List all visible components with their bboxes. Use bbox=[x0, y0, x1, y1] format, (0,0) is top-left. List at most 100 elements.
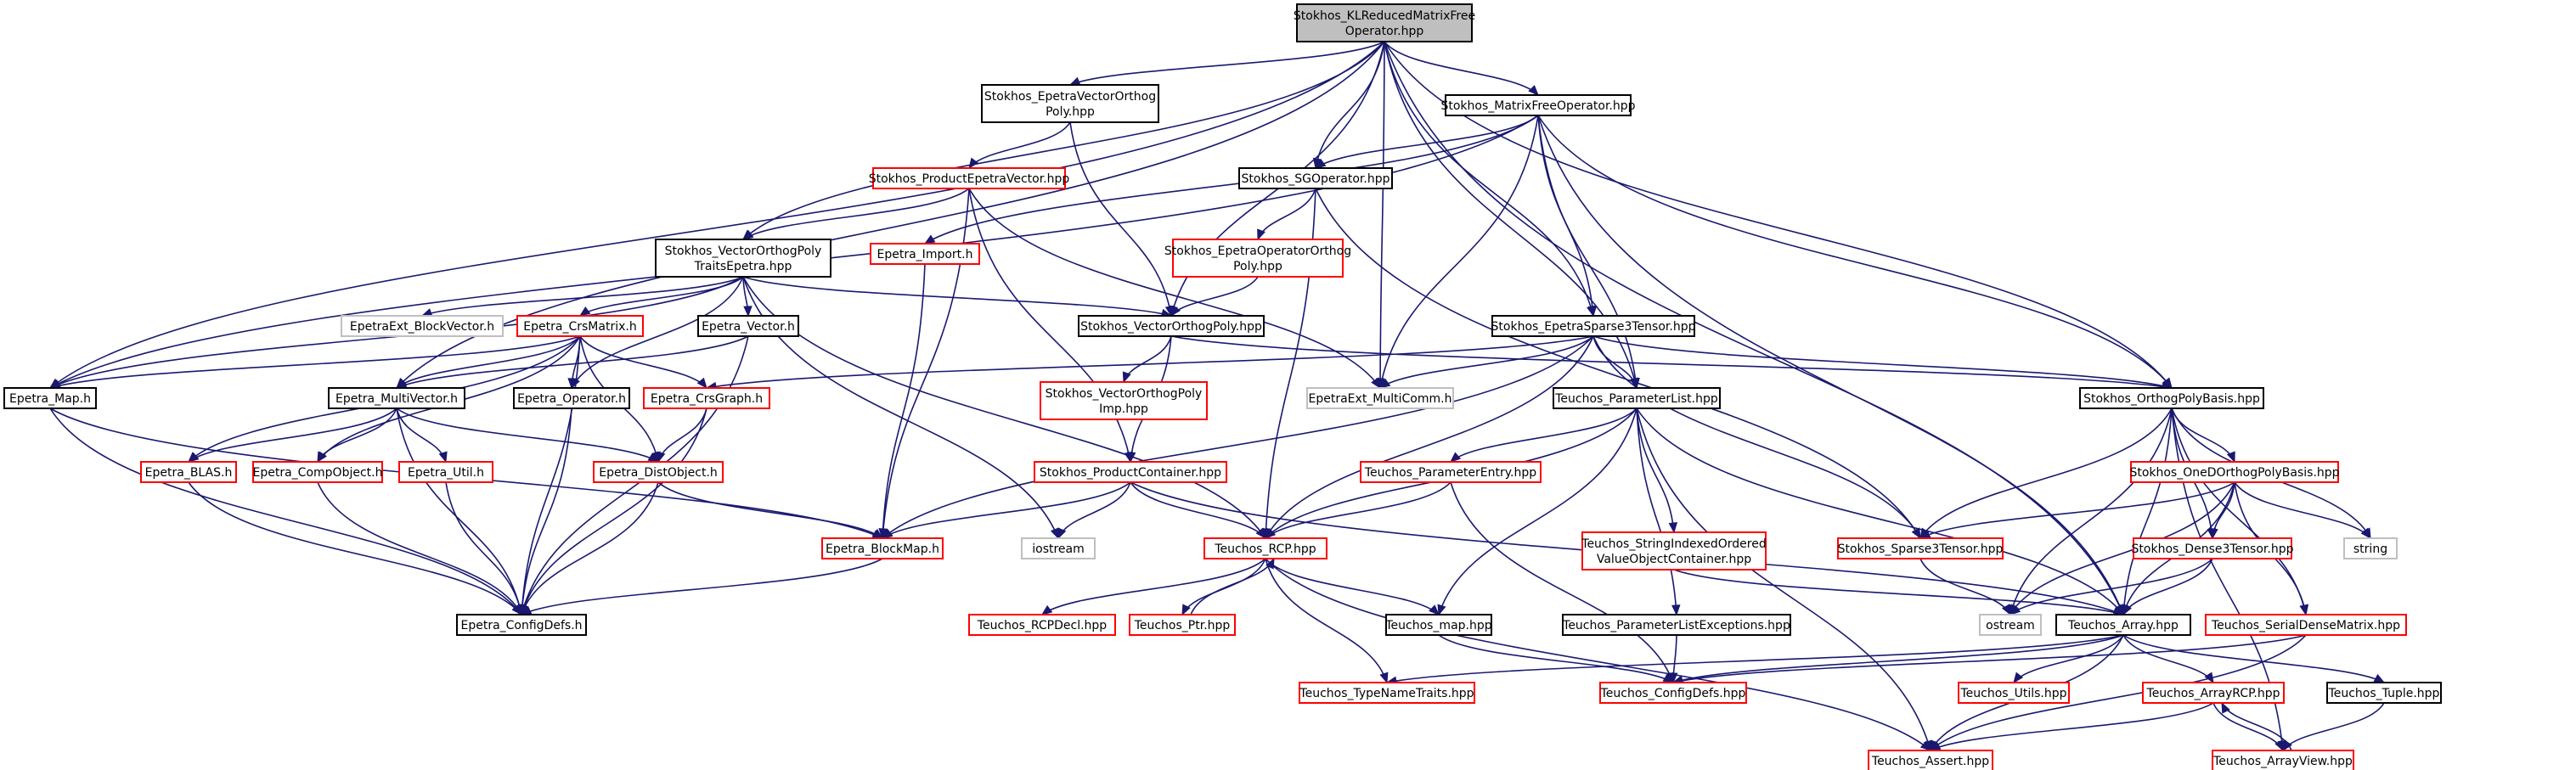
edge-tpl-to-tple bbox=[1636, 407, 1681, 616]
node-box bbox=[2212, 750, 2354, 770]
node-ss3t[interactable]: Stokhos_Sparse3Tensor.hpp bbox=[1837, 537, 2004, 559]
node-label: Epetra_Map.h bbox=[9, 392, 91, 406]
edge-pev-to-emc bbox=[968, 188, 1381, 390]
edge-eblas-to-ecd bbox=[188, 481, 522, 616]
node-vop[interactable]: Stokhos_VectorOrthogPoly.hpp bbox=[1078, 315, 1265, 337]
node-box bbox=[870, 243, 980, 265]
edge-es3t-to-emc bbox=[1378, 335, 1594, 389]
node-mfo[interactable]: Stokhos_MatrixFreeOperator.hpp bbox=[1440, 94, 1636, 116]
edge-edo-to-ebm bbox=[657, 481, 884, 539]
edge-opb-to-tarray bbox=[2119, 407, 2173, 616]
edge-sd3t-to-ostream bbox=[2009, 558, 2213, 615]
node-opb[interactable]: Stokhos_OrthogPolyBasis.hpp bbox=[2079, 387, 2264, 409]
node-box bbox=[2130, 461, 2339, 483]
edge-ebm-to-ecd bbox=[520, 558, 883, 615]
node-label: Teuchos_ConfigDefs.hpp bbox=[1600, 687, 1746, 700]
node-tcd[interactable]: Teuchos_ConfigDefs.hpp bbox=[1599, 682, 1747, 704]
edge-tpl-to-tarray bbox=[1636, 407, 2124, 616]
node-label: Stokhos_OrthogPolyBasis.hpp bbox=[2083, 392, 2260, 406]
node-eutil[interactable]: Epetra_Util.h bbox=[398, 461, 493, 483]
node-sgop[interactable]: Stokhos_SGOperator.hpp bbox=[1238, 167, 1393, 189]
edge-root-to-evop bbox=[1068, 41, 1385, 86]
node-eimport[interactable]: Epetra_Import.h bbox=[870, 243, 980, 265]
node-tmap[interactable]: Teuchos_map.hpp bbox=[1384, 614, 1492, 636]
node-tptr[interactable]: Teuchos_Ptr.hpp bbox=[1129, 614, 1236, 636]
edge-vop-to-vopimp bbox=[1122, 335, 1172, 384]
node-label: Teuchos_Utils.hpp bbox=[1960, 687, 2067, 700]
node-tsdm[interactable]: Teuchos_SerialDenseMatrix.hpp bbox=[2205, 614, 2407, 636]
node-label: Epetra_CrsGraph.h bbox=[651, 392, 763, 406]
node-box bbox=[1172, 239, 1344, 278]
node-tpl[interactable]: Teuchos_ParameterList.hpp bbox=[1553, 387, 1721, 409]
node-ttnt[interactable]: Teuchos_TypeNameTraits.hpp bbox=[1299, 682, 1475, 704]
node-label: ValueObjectContainer.hpp bbox=[1597, 553, 1751, 566]
node-label: Teuchos_Tuple.hpp bbox=[2328, 687, 2440, 700]
node-label: Stokhos_ProductEpetraVector.hpp bbox=[869, 172, 1070, 186]
node-box bbox=[821, 537, 944, 559]
node-tutils[interactable]: Teuchos_Utils.hpp bbox=[1958, 682, 2070, 704]
node-ecompobj[interactable]: Epetra_CompObject.h bbox=[252, 461, 383, 483]
node-box bbox=[456, 614, 587, 636]
node-ebv: EpetraExt_BlockVector.h bbox=[341, 315, 504, 337]
node-spc[interactable]: Stokhos_ProductContainer.hpp bbox=[1034, 461, 1227, 483]
node-emap[interactable]: Epetra_Map.h bbox=[3, 387, 97, 409]
node-evec[interactable]: Epetra_Vector.h bbox=[697, 315, 799, 337]
node-emv[interactable]: Epetra_MultiVector.h bbox=[328, 387, 465, 409]
node-label: Teuchos_map.hpp bbox=[1384, 619, 1491, 632]
edge-evop-to-vop bbox=[1069, 121, 1175, 318]
node-tassert[interactable]: Teuchos_Assert.hpp bbox=[1868, 750, 1993, 770]
edge-trcp-to-tmap bbox=[1265, 558, 1440, 615]
node-edo[interactable]: Epetra_DistObject.h bbox=[593, 461, 724, 483]
node-ebm[interactable]: Epetra_BlockMap.h bbox=[821, 537, 944, 559]
edge-sgop-to-eoop bbox=[1257, 188, 1316, 241]
node-box bbox=[1599, 682, 1747, 704]
node-label: EpetraExt_BlockVector.h bbox=[350, 320, 494, 334]
edge-mfo-to-es3t bbox=[1537, 115, 1598, 318]
edge-eimport-to-ebm bbox=[878, 263, 926, 540]
node-label: Epetra_Vector.h bbox=[702, 320, 795, 334]
edge-emv-to-edo bbox=[396, 407, 660, 463]
node-eop[interactable]: Epetra_Operator.h bbox=[513, 387, 630, 409]
node-tarcp[interactable]: Teuchos_ArrayRCP.hpp bbox=[2142, 682, 2285, 704]
node-label: Poly.hpp bbox=[1233, 260, 1282, 273]
edge-tpe-to-trcp bbox=[1265, 481, 1451, 539]
node-es3t[interactable]: Stokhos_EpetraSparse3Tensor.hpp bbox=[1491, 315, 1696, 337]
node-ttuple[interactable]: Teuchos_Tuple.hpp bbox=[2326, 682, 2442, 704]
node-box bbox=[968, 614, 1116, 636]
node-crsm[interactable]: Epetra_CrsMatrix.h bbox=[516, 315, 644, 337]
edge-ecompobj-to-ecd bbox=[317, 481, 522, 616]
edge-vopte-to-vop bbox=[742, 276, 1173, 318]
node-trcp[interactable]: Teuchos_RCP.hpp bbox=[1203, 537, 1327, 559]
node-box bbox=[697, 315, 799, 337]
node-label: Stokhos_EpetraOperatorOrthog bbox=[1164, 244, 1351, 258]
node-ecd[interactable]: Epetra_ConfigDefs.h bbox=[456, 614, 587, 636]
node-box bbox=[2205, 614, 2407, 636]
node-label: Stokhos_EpetraSparse3Tensor.hpp bbox=[1491, 320, 1696, 334]
node-tarray[interactable]: Teuchos_Array.hpp bbox=[2055, 614, 2191, 636]
edge-root-to-emc bbox=[1375, 41, 1385, 390]
node-eblas[interactable]: Epetra_BLAS.h bbox=[140, 461, 237, 483]
node-label: Teuchos_ParameterList.hpp bbox=[1554, 392, 1718, 406]
node-tav[interactable]: Teuchos_ArrayView.hpp bbox=[2212, 750, 2354, 770]
node-trcpdecl[interactable]: Teuchos_RCPDecl.hpp bbox=[968, 614, 1116, 636]
node-tsivoc[interactable]: Teuchos_StringIndexedOrderedValueObjectC… bbox=[1581, 531, 1767, 570]
node-tple[interactable]: Teuchos_ParameterListExceptions.hpp bbox=[1562, 614, 1791, 636]
node-box bbox=[1296, 3, 1473, 42]
node-label: Epetra_Import.h bbox=[877, 248, 973, 261]
edge-root-to-es3t bbox=[1384, 41, 1596, 318]
node-box bbox=[1306, 387, 1454, 409]
node-pev[interactable]: Stokhos_ProductEpetraVector.hpp bbox=[869, 167, 1070, 189]
edge-tpe-to-tcd bbox=[1450, 481, 1674, 684]
node-tpe[interactable]: Teuchos_ParameterEntry.hpp bbox=[1360, 461, 1542, 483]
node-ecg[interactable]: Epetra_CrsGraph.h bbox=[643, 387, 770, 409]
node-sd3t[interactable]: Stokhos_Dense3Tensor.hpp bbox=[2132, 537, 2294, 559]
edge-mfo-to-sgop bbox=[1314, 115, 1539, 169]
node-box bbox=[1078, 315, 1265, 337]
node-box bbox=[1299, 682, 1475, 704]
node-label: Teuchos_StringIndexedOrdered bbox=[1581, 537, 1766, 551]
node-odopb[interactable]: Stokhos_OneDOrthogPolyBasis.hpp bbox=[2129, 461, 2340, 483]
